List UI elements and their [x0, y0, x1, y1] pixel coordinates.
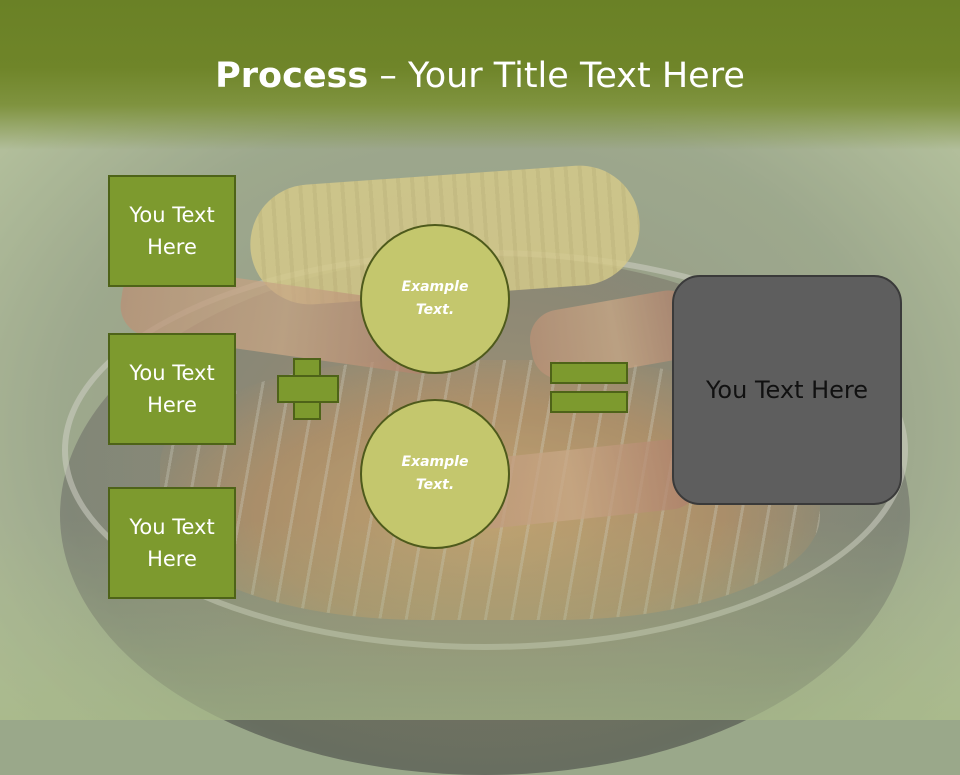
circle-label: Example Text. — [401, 454, 469, 493]
text-box-label: You Text Here — [129, 515, 215, 571]
text-box-3[interactable]: You Text Here — [108, 487, 236, 599]
example-circle-1[interactable]: Example Text. — [360, 224, 510, 374]
title-rest: – Your Title Text Here — [368, 56, 745, 96]
equals-icon-top-bar — [550, 362, 628, 384]
title-bold: Process — [215, 56, 369, 96]
result-box[interactable]: You Text Here — [672, 275, 902, 505]
text-box-label: You Text Here — [129, 203, 215, 259]
circle-label: Example Text. — [401, 279, 469, 318]
example-circle-2[interactable]: Example Text. — [360, 399, 510, 549]
plus-icon-center — [295, 377, 319, 401]
page-title: Process – Your Title Text Here — [0, 54, 960, 98]
equals-icon-bottom-bar — [550, 391, 628, 413]
result-box-label: You Text Here — [705, 376, 869, 404]
text-box-2[interactable]: You Text Here — [108, 333, 236, 445]
text-box-label: You Text Here — [129, 361, 215, 417]
title-band — [0, 0, 960, 150]
text-box-1[interactable]: You Text Here — [108, 175, 236, 287]
